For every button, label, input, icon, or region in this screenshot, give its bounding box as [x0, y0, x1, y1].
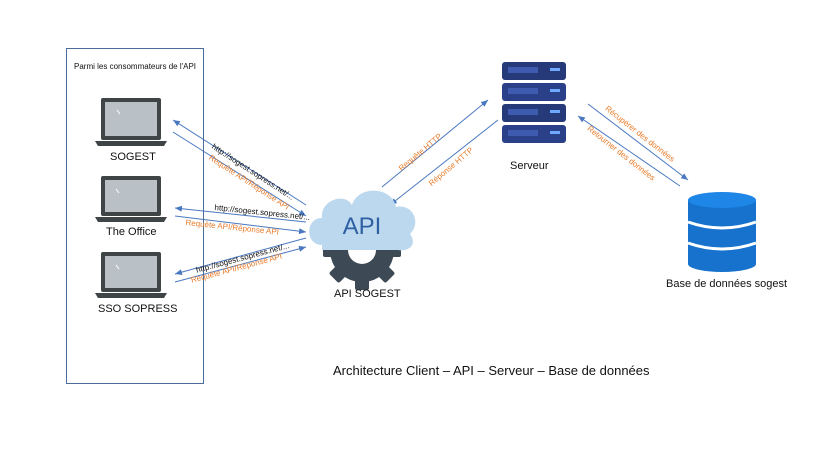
server-db-arrows [577, 103, 689, 187]
consumers-box [66, 48, 204, 384]
database-icon [687, 192, 757, 272]
api-cloud-gear-icon: API [309, 190, 416, 290]
api-server-arrows [381, 99, 499, 206]
database-label: Base de données sogest [666, 278, 788, 290]
server-icon [502, 62, 566, 143]
client-label-sogest: SOGEST [110, 151, 156, 163]
laptop-icon-sogest [95, 98, 167, 146]
client-label-sso-sopress: SSO SOPRESS [98, 303, 178, 315]
client-api-arrows [172, 119, 307, 283]
laptop-icon-sso-sopress [95, 252, 167, 298]
api-label: API SOGEST [334, 288, 401, 300]
laptop-icon-the-office [95, 176, 167, 222]
diagram-caption: Architecture Client – API – Serveur – Ba… [333, 363, 650, 378]
box-title: Parmi les consommateurs de l'API [74, 62, 197, 71]
client-label-the-office: The Office [106, 226, 157, 238]
api-icon-text: API [343, 213, 382, 240]
server-label: Serveur [510, 160, 549, 172]
